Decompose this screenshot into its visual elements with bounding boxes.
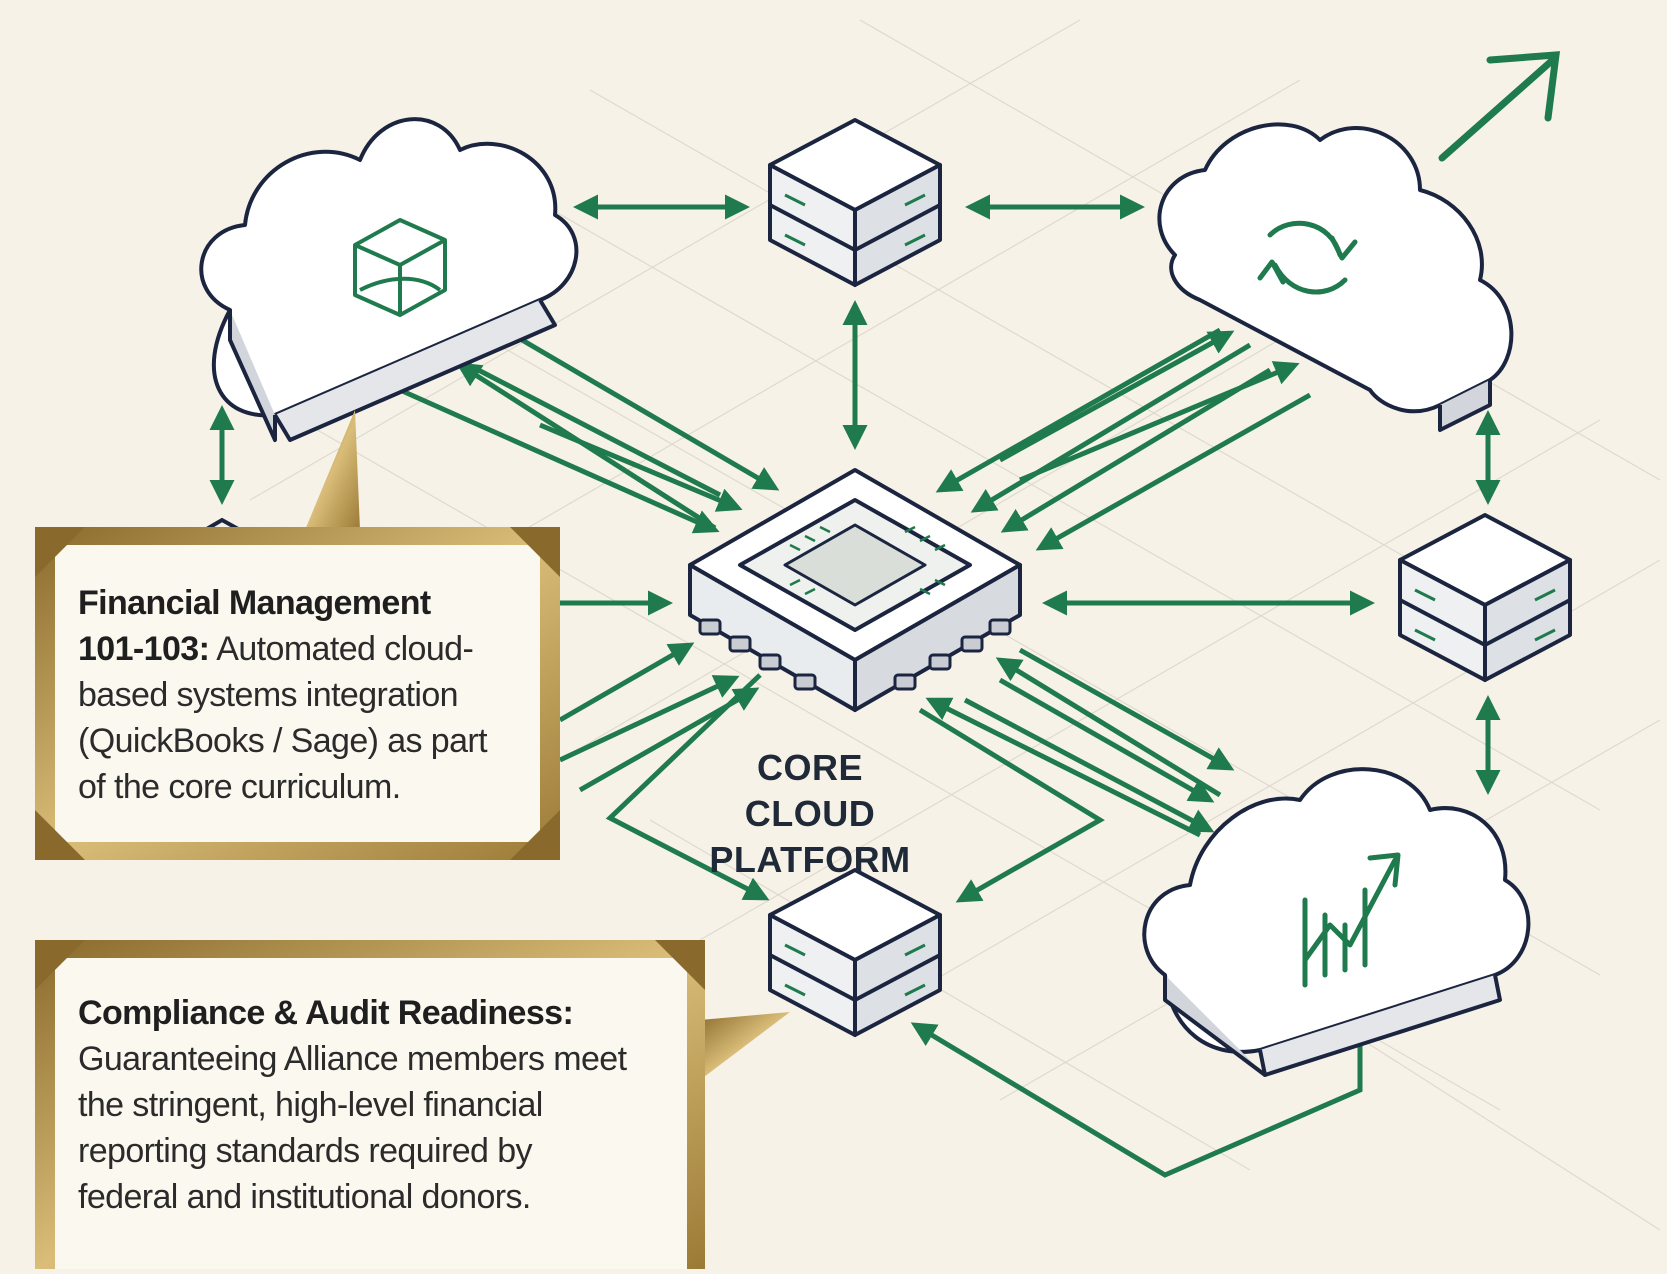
hidden-node-tip: [203, 517, 241, 532]
one-way-arrows: [398, 327, 1312, 838]
callout-financial-title-course: 101-103:: [78, 630, 210, 668]
callout-financial-text: Financial Management 101-103: Automated …: [78, 580, 548, 810]
callout-compliance-line: Guaranteeing Alliance members meet: [78, 1040, 627, 1078]
outbound-arrow-icon: [1438, 51, 1561, 162]
sync-icon: [1257, 220, 1358, 295]
chip-icon: [688, 468, 1022, 712]
cube-icon: [353, 218, 447, 317]
callout-financial-body-start: Automated cloud-: [209, 630, 474, 668]
callout-financial-frame: [35, 410, 560, 860]
cloud-bottom-right: [1142, 767, 1531, 1077]
cloud-top-right: [1157, 122, 1514, 432]
callout-compliance-line: the stringent, high-level financial: [78, 1086, 543, 1124]
growth-chart-icon: [1302, 852, 1401, 988]
core-label-line1: CORE CLOUD: [744, 747, 876, 834]
server-top: [768, 118, 942, 287]
connection-arrows: [209, 194, 1501, 795]
core-platform-label: CORE CLOUD PLATFORM: [700, 745, 920, 883]
elbow-arrows: [605, 673, 1363, 1178]
callout-financial-line: (QuickBooks / Sage) as part: [78, 722, 488, 760]
callout-financial-line: based systems integration: [78, 676, 459, 714]
server-right: [1398, 513, 1572, 682]
callout-financial-title: Financial Management: [78, 584, 431, 622]
callout-compliance-frame: [35, 940, 790, 1269]
callout-financial-line: of the core curriculum.: [78, 768, 401, 806]
server-bottom: [768, 868, 942, 1037]
callout-compliance-line: reporting standards required by: [78, 1132, 533, 1170]
cloud-top-left: [199, 117, 579, 442]
core-label-line2: PLATFORM: [709, 839, 911, 880]
callout-compliance-line: federal and institutional donors.: [78, 1178, 531, 1216]
callout-compliance-text: Compliance & Audit Readiness: Guaranteei…: [78, 990, 688, 1220]
callout-compliance-title: Compliance & Audit Readiness:: [78, 994, 574, 1032]
